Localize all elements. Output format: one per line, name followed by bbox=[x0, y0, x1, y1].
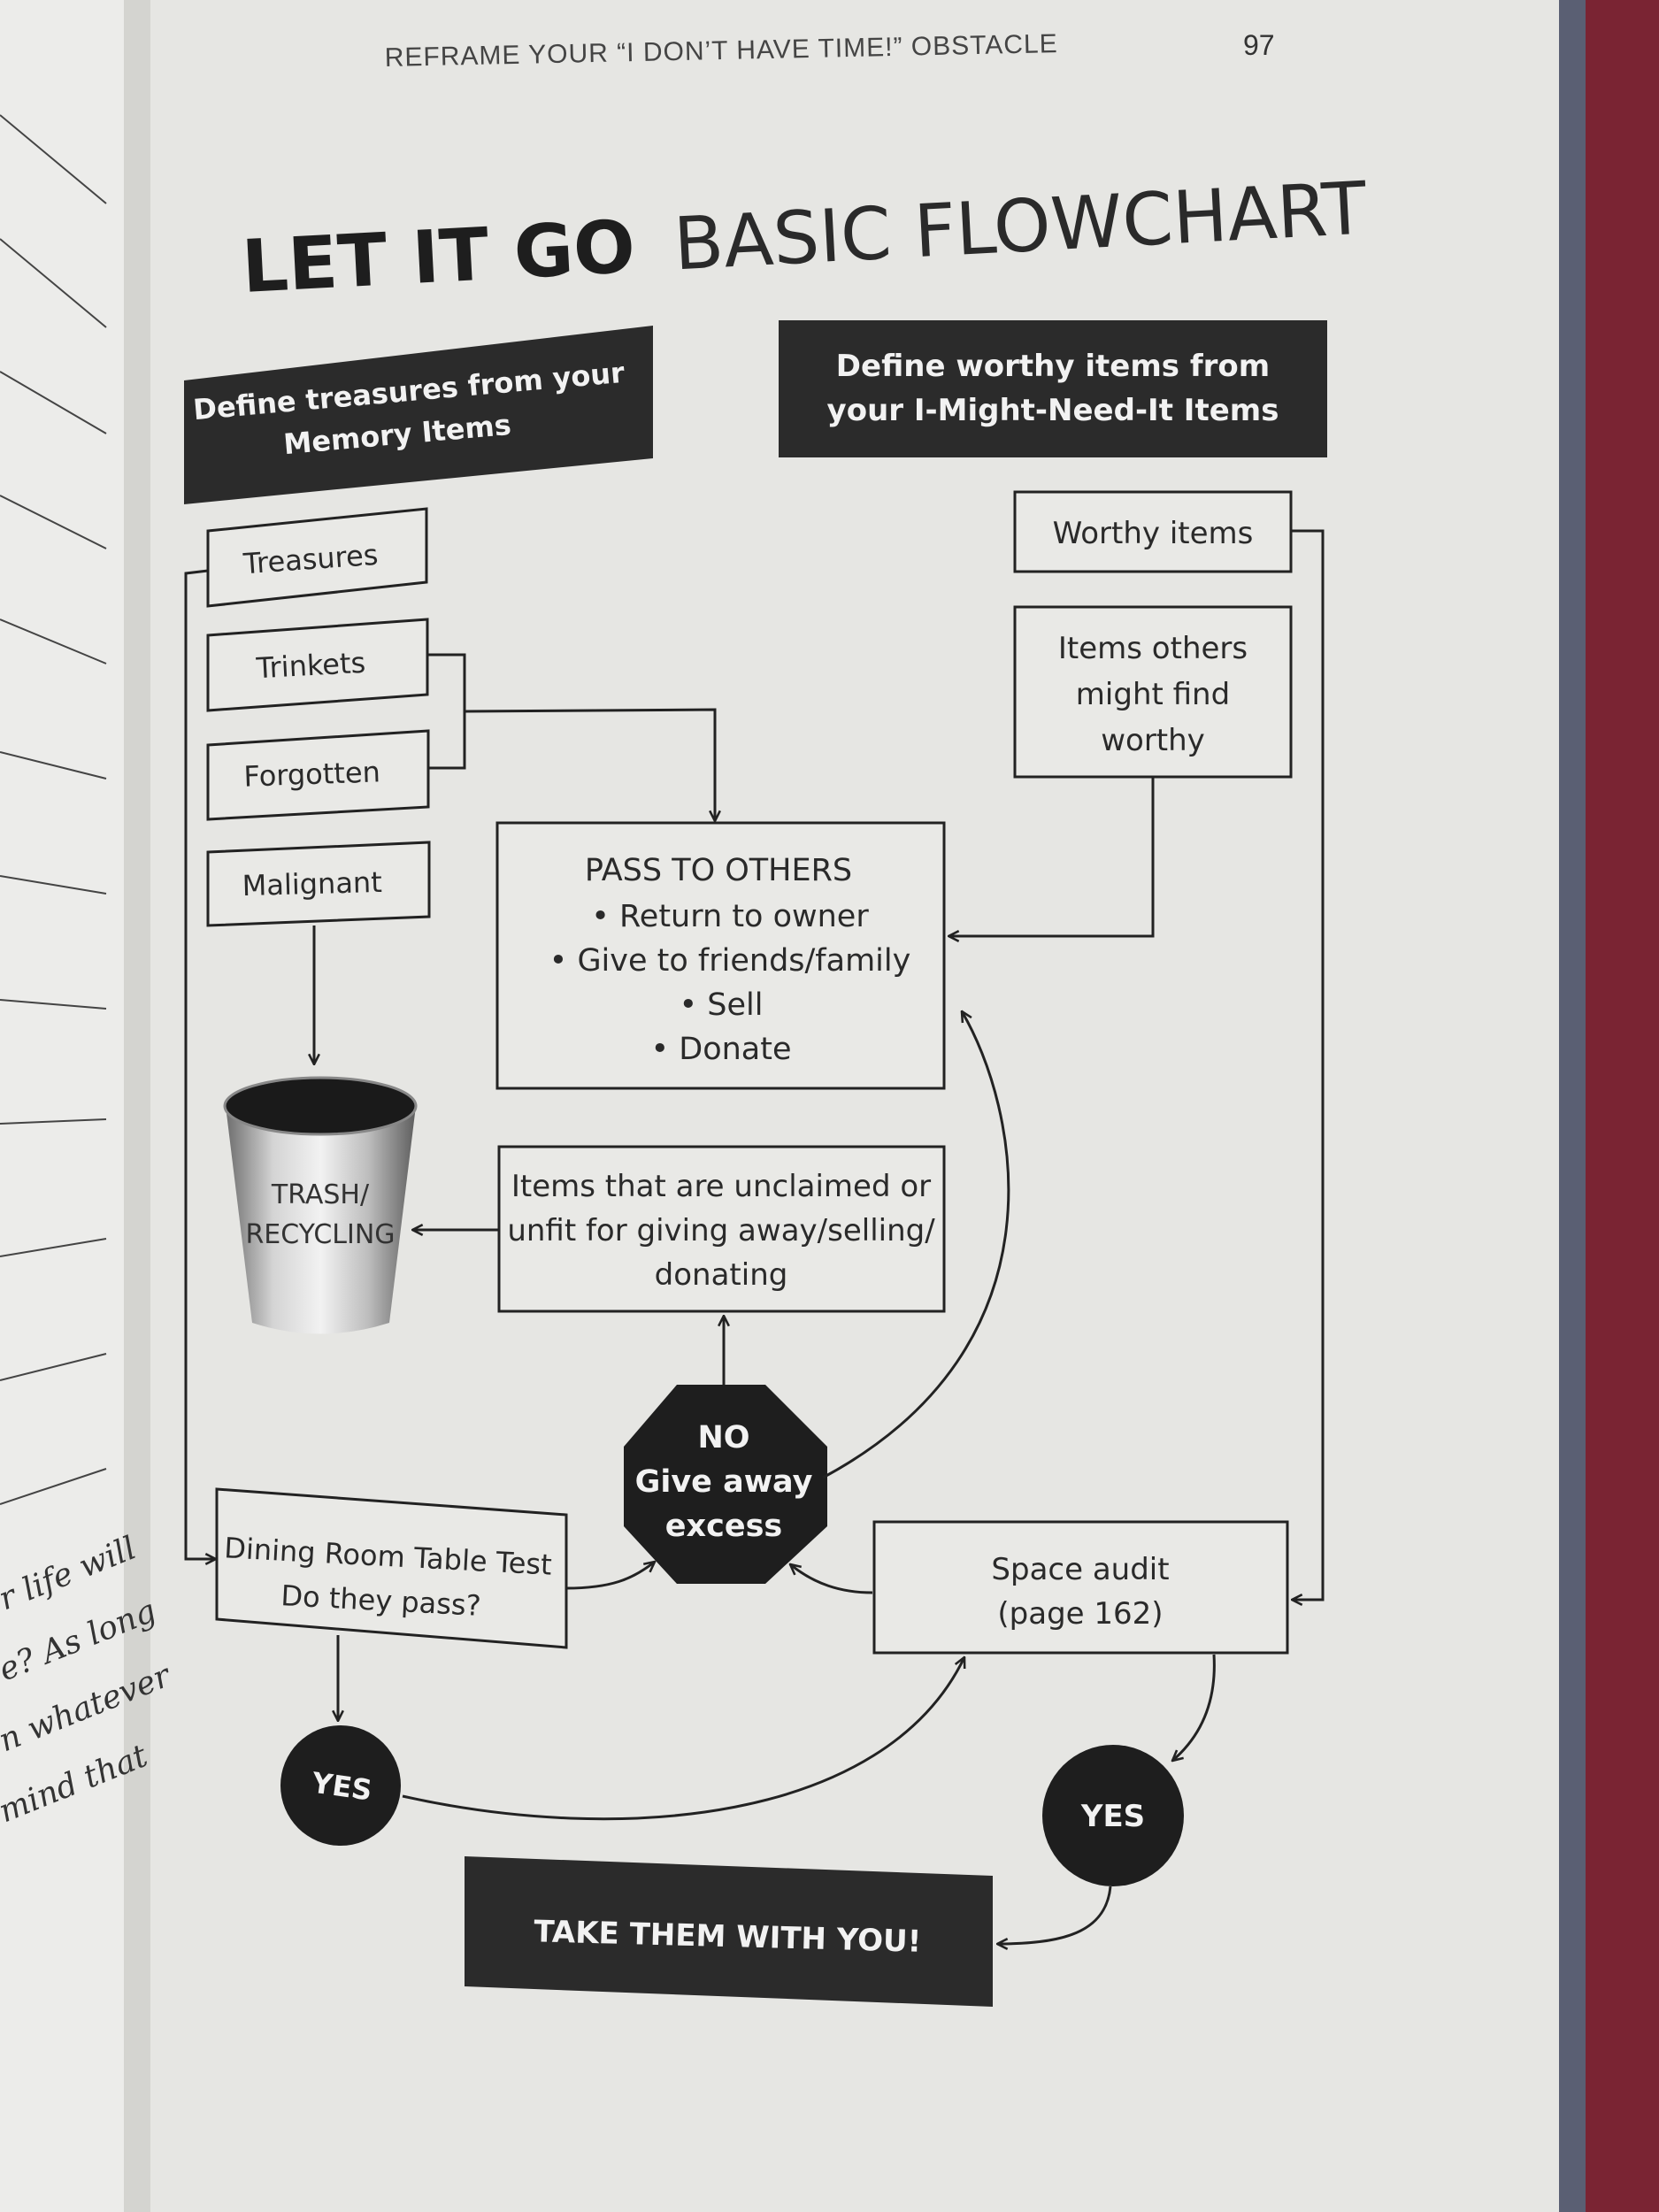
label-others-line3: worthy bbox=[1101, 723, 1205, 758]
label-malignant: Malignant bbox=[242, 865, 382, 902]
banner-memory-items: Define treasures from your Memory Items bbox=[184, 326, 653, 504]
pass-bullet-4: • Donate bbox=[650, 1032, 791, 1067]
pass-bullet-2: • Give to friends/family bbox=[549, 943, 911, 979]
box-items-others-worthy: Items others might find worthy bbox=[1013, 605, 1293, 779]
banner-take-them-with-you: TAKE THEM WITH YOU! bbox=[465, 1856, 993, 2007]
arrow-treasures-to-dining bbox=[184, 569, 216, 1559]
unclaimed-line2: unfit for giving away/selling/ bbox=[507, 1213, 935, 1248]
unclaimed-line3: donating bbox=[655, 1257, 788, 1293]
arrow-dining-to-no bbox=[565, 1562, 655, 1590]
book-cover-edge bbox=[1559, 0, 1586, 2212]
title-bold: LET IT GO bbox=[240, 205, 637, 310]
label-trinkets: Trinkets bbox=[255, 646, 366, 685]
no-line3: excess bbox=[665, 1509, 782, 1544]
connectors bbox=[184, 529, 1325, 1944]
no-line1: NO bbox=[697, 1420, 749, 1455]
yes-circle-left: YES bbox=[280, 1725, 401, 1846]
page-gutter bbox=[124, 0, 150, 2212]
banner-might-line1: Define worthy items from bbox=[836, 349, 1270, 384]
box-pass-to-others: PASS TO OTHERS • Return to owner • Give … bbox=[495, 821, 946, 1090]
label-others-line1: Items others bbox=[1058, 631, 1248, 666]
arrow-yes-to-take-them bbox=[997, 1886, 1112, 1944]
pass-bullet-1: • Return to owner bbox=[591, 899, 869, 934]
arrow-worthy-to-space-audit bbox=[1291, 529, 1325, 1600]
space-audit-line2: (page 162) bbox=[997, 1596, 1163, 1632]
trash-bin-icon: TRASH/ RECYCLING bbox=[223, 1076, 418, 1334]
box-dining-room-table-test: Dining Room Table Test Do they pass? bbox=[215, 1487, 568, 1649]
box-forgotten: Forgotten bbox=[206, 729, 430, 821]
arrow-worthy-to-pass bbox=[949, 777, 1155, 936]
label-others-line2: might find bbox=[1076, 677, 1230, 712]
space-audit-line1: Space audit bbox=[991, 1552, 1169, 1587]
arrow-to-pass-to-others bbox=[464, 708, 715, 821]
box-trinkets: Trinkets bbox=[206, 618, 429, 712]
arrow-no-to-pass bbox=[822, 1011, 1010, 1479]
yes-circle-right: YES bbox=[1042, 1745, 1184, 1886]
label-forgotten: Forgotten bbox=[243, 755, 381, 793]
left-page-lines bbox=[0, 114, 107, 1505]
no-line2: Give away bbox=[635, 1464, 813, 1500]
arrow-space-audit-to-no bbox=[790, 1564, 873, 1594]
arrow-yes-to-space-audit bbox=[402, 1657, 964, 1821]
banner-might-line2: your I-Might-Need-It Items bbox=[827, 393, 1279, 428]
box-worthy-items: Worthy items bbox=[1013, 490, 1293, 573]
unclaimed-line1: Items that are unclaimed or bbox=[511, 1169, 931, 1204]
banner-might-need-items: Define worthy items from your I-Might-Ne… bbox=[779, 320, 1327, 457]
page-number: 97 bbox=[1243, 29, 1275, 61]
no-give-away-stop-sign: NO Give away excess bbox=[624, 1385, 827, 1584]
yes-right-label: YES bbox=[1080, 1799, 1145, 1834]
trash-line2: RECYCLING bbox=[245, 1219, 395, 1250]
arrow-space-audit-to-yes bbox=[1172, 1654, 1216, 1761]
trash-line1: TRASH/ bbox=[271, 1179, 370, 1210]
pass-bullet-3: • Sell bbox=[680, 987, 764, 1023]
box-unclaimed-items: Items that are unclaimed or unfit for gi… bbox=[497, 1145, 946, 1313]
box-malignant: Malignant bbox=[206, 841, 431, 927]
label-worthy-items: Worthy items bbox=[1053, 516, 1254, 551]
box-space-audit: Space audit (page 162) bbox=[872, 1520, 1289, 1655]
box-treasures: Treasures bbox=[206, 507, 428, 608]
pass-heading: PASS TO OTHERS bbox=[585, 853, 852, 888]
